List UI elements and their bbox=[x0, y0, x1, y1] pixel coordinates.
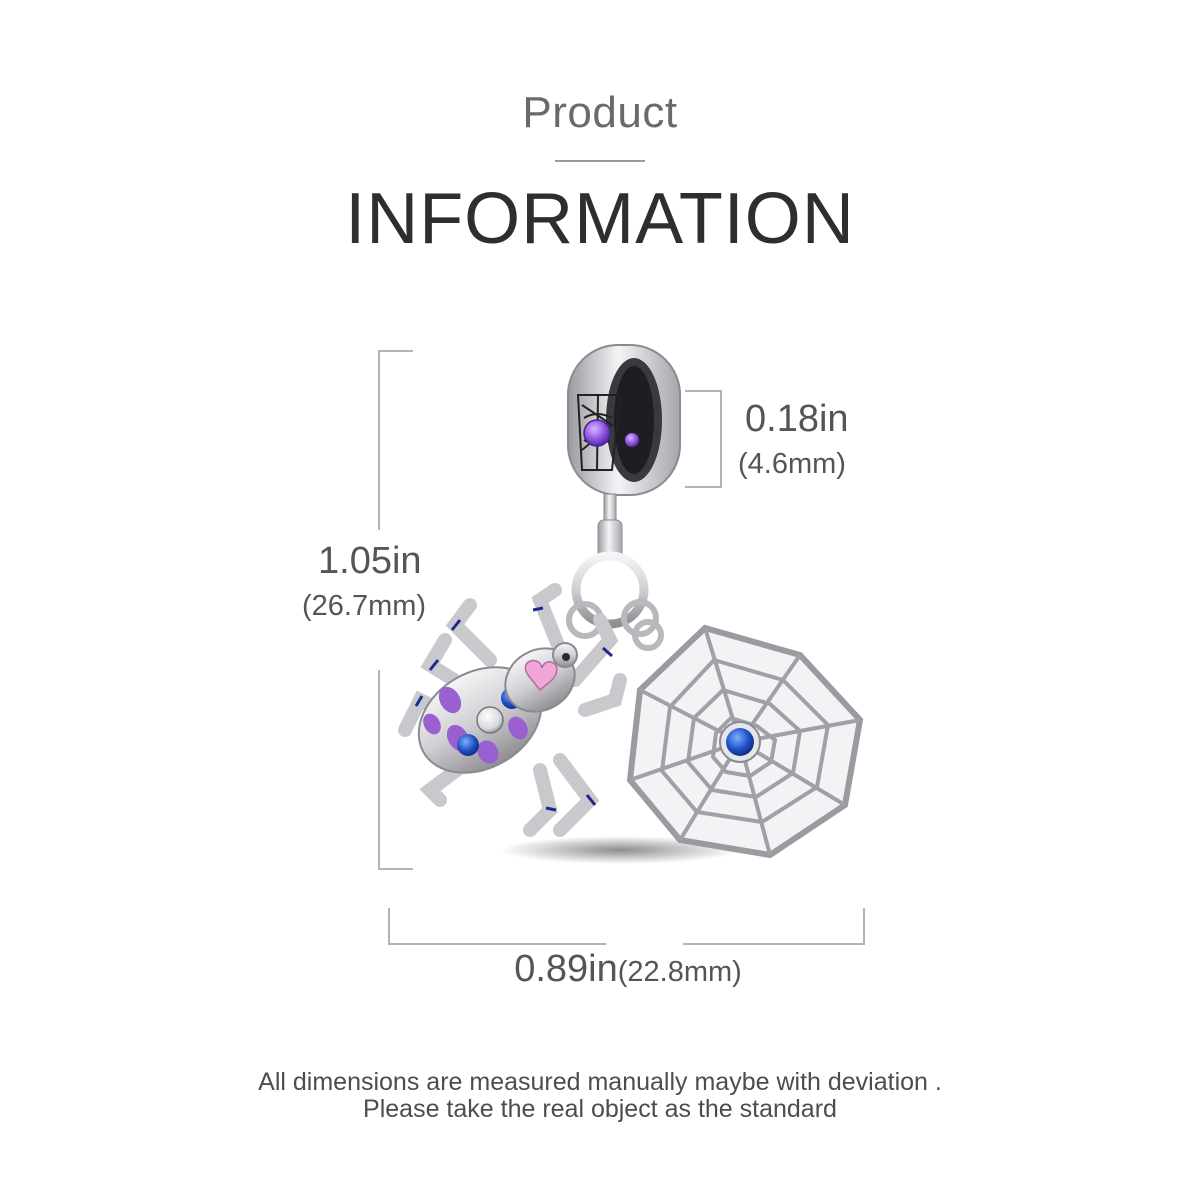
bail-inches-label: 0.18in bbox=[745, 398, 849, 440]
height-bracket-bottom-tick bbox=[378, 868, 413, 870]
width-bracket-left-tick bbox=[388, 908, 390, 945]
spider-charm bbox=[398, 583, 627, 837]
height-bracket-top-tick bbox=[378, 350, 413, 352]
width-label: 0.89in(22.8mm) bbox=[0, 948, 1200, 991]
width-bracket-left-line bbox=[388, 943, 606, 945]
footer-note-line1: All dimensions are measured manually may… bbox=[258, 1068, 942, 1096]
height-bracket-upper-line bbox=[378, 350, 380, 530]
bail-bracket-bottom-tick bbox=[685, 486, 721, 488]
footer-note-line2: Please take the real object as the stand… bbox=[363, 1095, 837, 1123]
height-inches-label: 1.05in bbox=[318, 540, 422, 582]
header-subtitle: Product bbox=[522, 88, 678, 137]
bail-bead bbox=[567, 344, 681, 561]
width-mm-label: (22.8mm) bbox=[617, 956, 742, 988]
width-bracket-right-tick bbox=[863, 908, 865, 945]
width-inches-label: 0.89in bbox=[514, 948, 618, 990]
header-divider bbox=[555, 160, 645, 162]
height-bracket-lower-line bbox=[378, 670, 380, 870]
jump-ring bbox=[571, 551, 649, 629]
bail-mm-label: (4.6mm) bbox=[738, 448, 846, 480]
width-bracket-right-line bbox=[683, 943, 865, 945]
height-mm-label: (26.7mm) bbox=[302, 590, 427, 622]
header-title: INFORMATION bbox=[345, 179, 855, 259]
bail-bracket-top-tick bbox=[685, 390, 721, 392]
bail-bracket-vertical bbox=[720, 390, 722, 488]
web-charm bbox=[626, 619, 864, 859]
